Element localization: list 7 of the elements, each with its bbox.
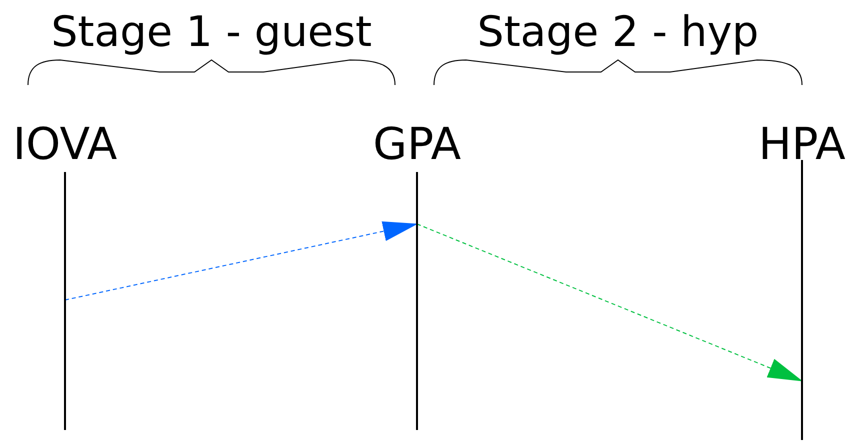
lifeline-label: GPA [372,120,462,170]
lifeline-label: HPA [758,120,846,170]
lifeline-label: IOVA [12,120,118,170]
arrow [416,224,803,382]
arrow [64,221,418,300]
stage-label: Stage 2 - hyp [476,8,760,56]
stage-label: Stage 1 - guest [50,8,373,56]
